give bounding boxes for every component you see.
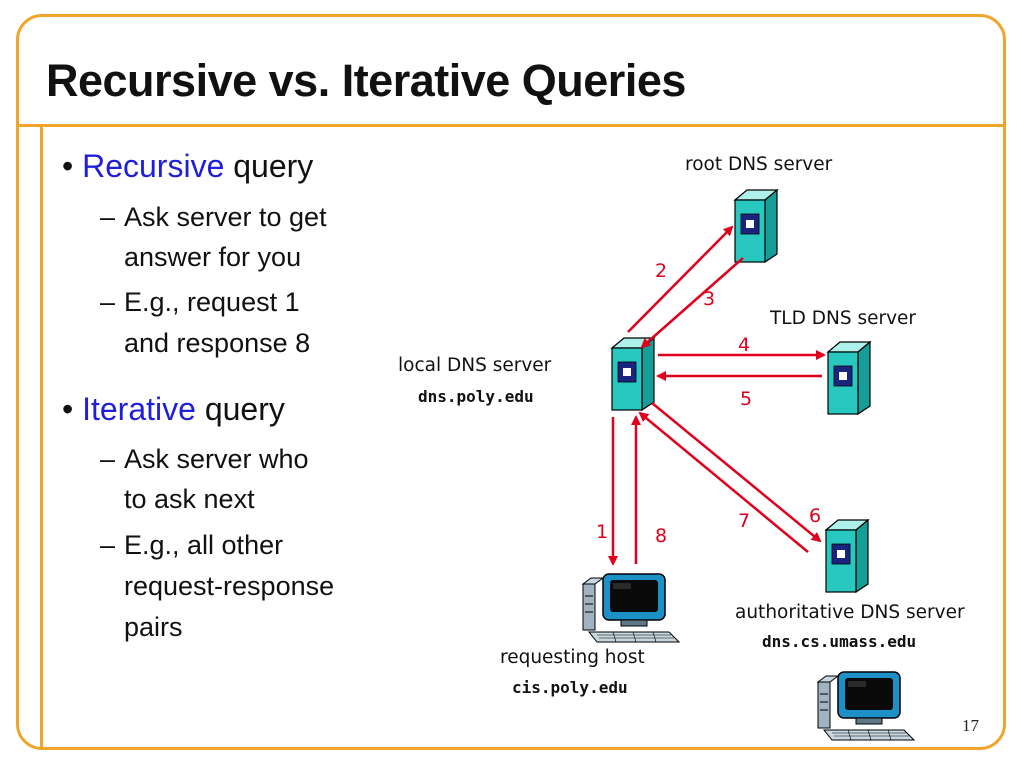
bullet-marker: • (62, 148, 74, 184)
local-dns-server-icon (611, 337, 655, 411)
root-dns-server-icon (734, 189, 778, 263)
bullet-keyword: Recursive (82, 148, 225, 184)
authoritative-dns-server-host: dns.cs.umass.edu (762, 632, 917, 651)
dash-marker: – (100, 202, 116, 232)
tld-dns-server-label: TLD DNS server (770, 308, 917, 329)
subitem-line: Ask server to get (124, 202, 327, 232)
subitem-line: and response 8 (124, 328, 311, 358)
tld-dns-server-icon (827, 341, 871, 415)
title-divider (16, 124, 1006, 127)
arrow-step-3 (640, 257, 744, 349)
bullet-recursive: • Recursive query (62, 148, 313, 185)
bullet-keyword: Iterative (82, 391, 196, 427)
step-number-8: 8 (655, 525, 668, 547)
page-number: 17 (962, 716, 979, 735)
arrow-step-7 (638, 411, 809, 553)
slide-title: Recursive vs. Iterative Queries (46, 55, 686, 106)
subitem-line: E.g., all other (124, 530, 284, 560)
subitem-line: E.g., request 1 (124, 287, 300, 317)
bullet-iterative: • Iterative query (62, 391, 285, 428)
step-number-4: 4 (738, 334, 751, 356)
subitem-line: answer for you (124, 242, 302, 272)
step-number-6: 6 (809, 505, 822, 527)
step-number-5: 5 (740, 388, 753, 410)
subitem-line: Ask server who (124, 444, 309, 474)
arrow-step-6 (651, 402, 822, 543)
authoritative-dns-server-icon (825, 519, 869, 593)
subitem-line: pairs (124, 612, 183, 642)
bullet-marker: • (62, 391, 74, 427)
step-number-3: 3 (703, 288, 716, 310)
dash-marker: – (100, 444, 116, 474)
local-dns-server-host: dns.poly.edu (418, 387, 534, 406)
dash-marker: – (100, 287, 116, 317)
subitem-line: to ask next (124, 484, 255, 514)
requesting-host-name: cis.poly.edu (512, 678, 628, 697)
bullet-rest: query (224, 148, 314, 184)
root-dns-server-label: root DNS server (685, 154, 833, 175)
step-number-2: 2 (655, 260, 668, 282)
step-number-1: 1 (596, 521, 609, 543)
side-divider (40, 127, 43, 750)
slide-frame (16, 14, 1006, 750)
requesting-host-computer-icon (582, 573, 680, 643)
requesting-host-label: requesting host (500, 647, 645, 668)
authoritative-dns-server-label: authoritative DNS server (735, 602, 965, 623)
local-dns-server-label: local DNS server (398, 355, 552, 376)
arrow-step-2 (627, 225, 734, 333)
dash-marker: – (100, 530, 116, 560)
bullet-rest: query (195, 391, 285, 427)
subitem-line: request-response (124, 571, 335, 601)
step-number-7: 7 (738, 510, 751, 532)
authoritative-host-computer-icon (817, 671, 915, 741)
